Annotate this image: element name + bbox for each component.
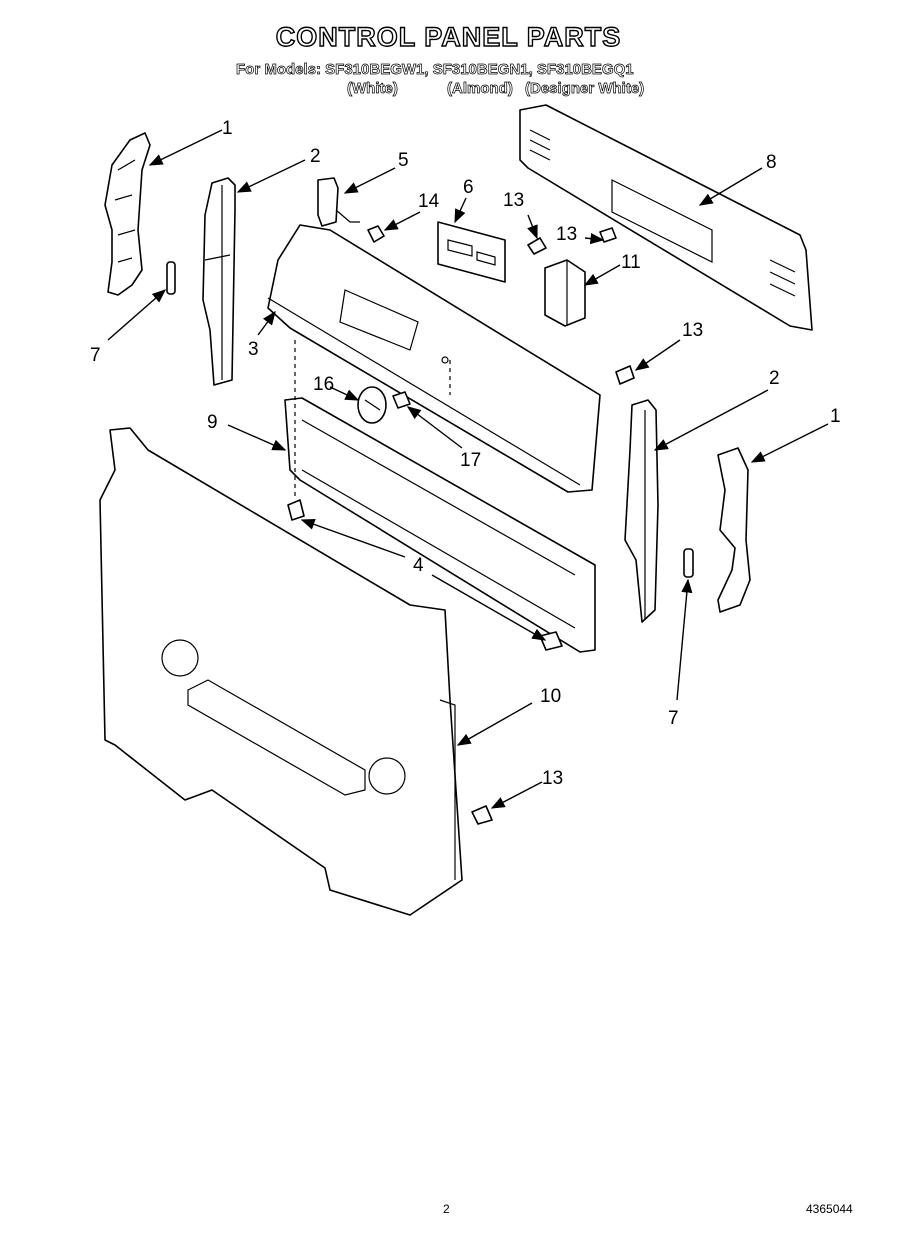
callout-14: 14 [418,191,440,212]
callout-11: 11 [621,252,641,273]
callout-1-right: 1 [830,406,841,427]
callout-9: 9 [207,412,218,433]
part-4-screw-a [287,499,305,521]
part-1-left-endcap [104,132,151,296]
part-7-right-clip [683,548,694,578]
part-13-screw-d [471,805,493,825]
part-6-clock-module [437,221,506,283]
callout-7-right: 7 [668,708,679,729]
variant-almond: (Almond) [447,80,514,98]
part-3-control-panel [267,224,601,493]
callout-1-left: 1 [222,118,233,139]
part-13-screw-c [615,365,635,385]
leader-lines [107,129,829,809]
variant-white: (White) [347,80,399,98]
part-7-left-clip [166,261,176,295]
callout-16: 16 [313,374,334,395]
callout-13-d: 13 [542,768,563,789]
part-13-screw-a [527,237,547,255]
models-line: For Models: SF310BEGW1, SF310BEGN1, SF31… [236,61,634,79]
part-2-left-side-trim [202,177,236,386]
page-title: CONTROL PANEL PARTS [275,21,622,52]
callout-13-c: 13 [682,320,703,341]
part-1-right-endcap [717,447,751,613]
part-14-screw [367,225,385,243]
variant-designer-white: (Designer White) [525,80,645,98]
callout-2-left: 2 [310,146,321,167]
part-9-frame [284,397,596,653]
part-11-switch [544,259,586,327]
callout-7-left: 7 [90,345,101,366]
part-16-knob [357,386,387,424]
document-number: 4365044 [806,1202,853,1216]
callout-5: 5 [398,150,409,171]
callout-2-right: 2 [769,368,780,389]
part-17-shaft [392,391,411,409]
part-5-bracket [317,177,360,227]
part-2-right-side-trim [624,399,659,623]
callout-13-b: 13 [556,224,577,245]
page-number: 2 [443,1202,450,1216]
callout-17: 17 [460,450,481,471]
callout-8: 8 [766,152,777,173]
callout-3: 3 [248,339,259,360]
callout-4: 4 [413,555,424,576]
callout-6: 6 [463,177,474,198]
callout-10: 10 [540,686,561,707]
callout-13-a: 13 [503,190,524,211]
part-10-lower-panel [99,427,463,916]
part-8-rear-panel [519,104,813,331]
